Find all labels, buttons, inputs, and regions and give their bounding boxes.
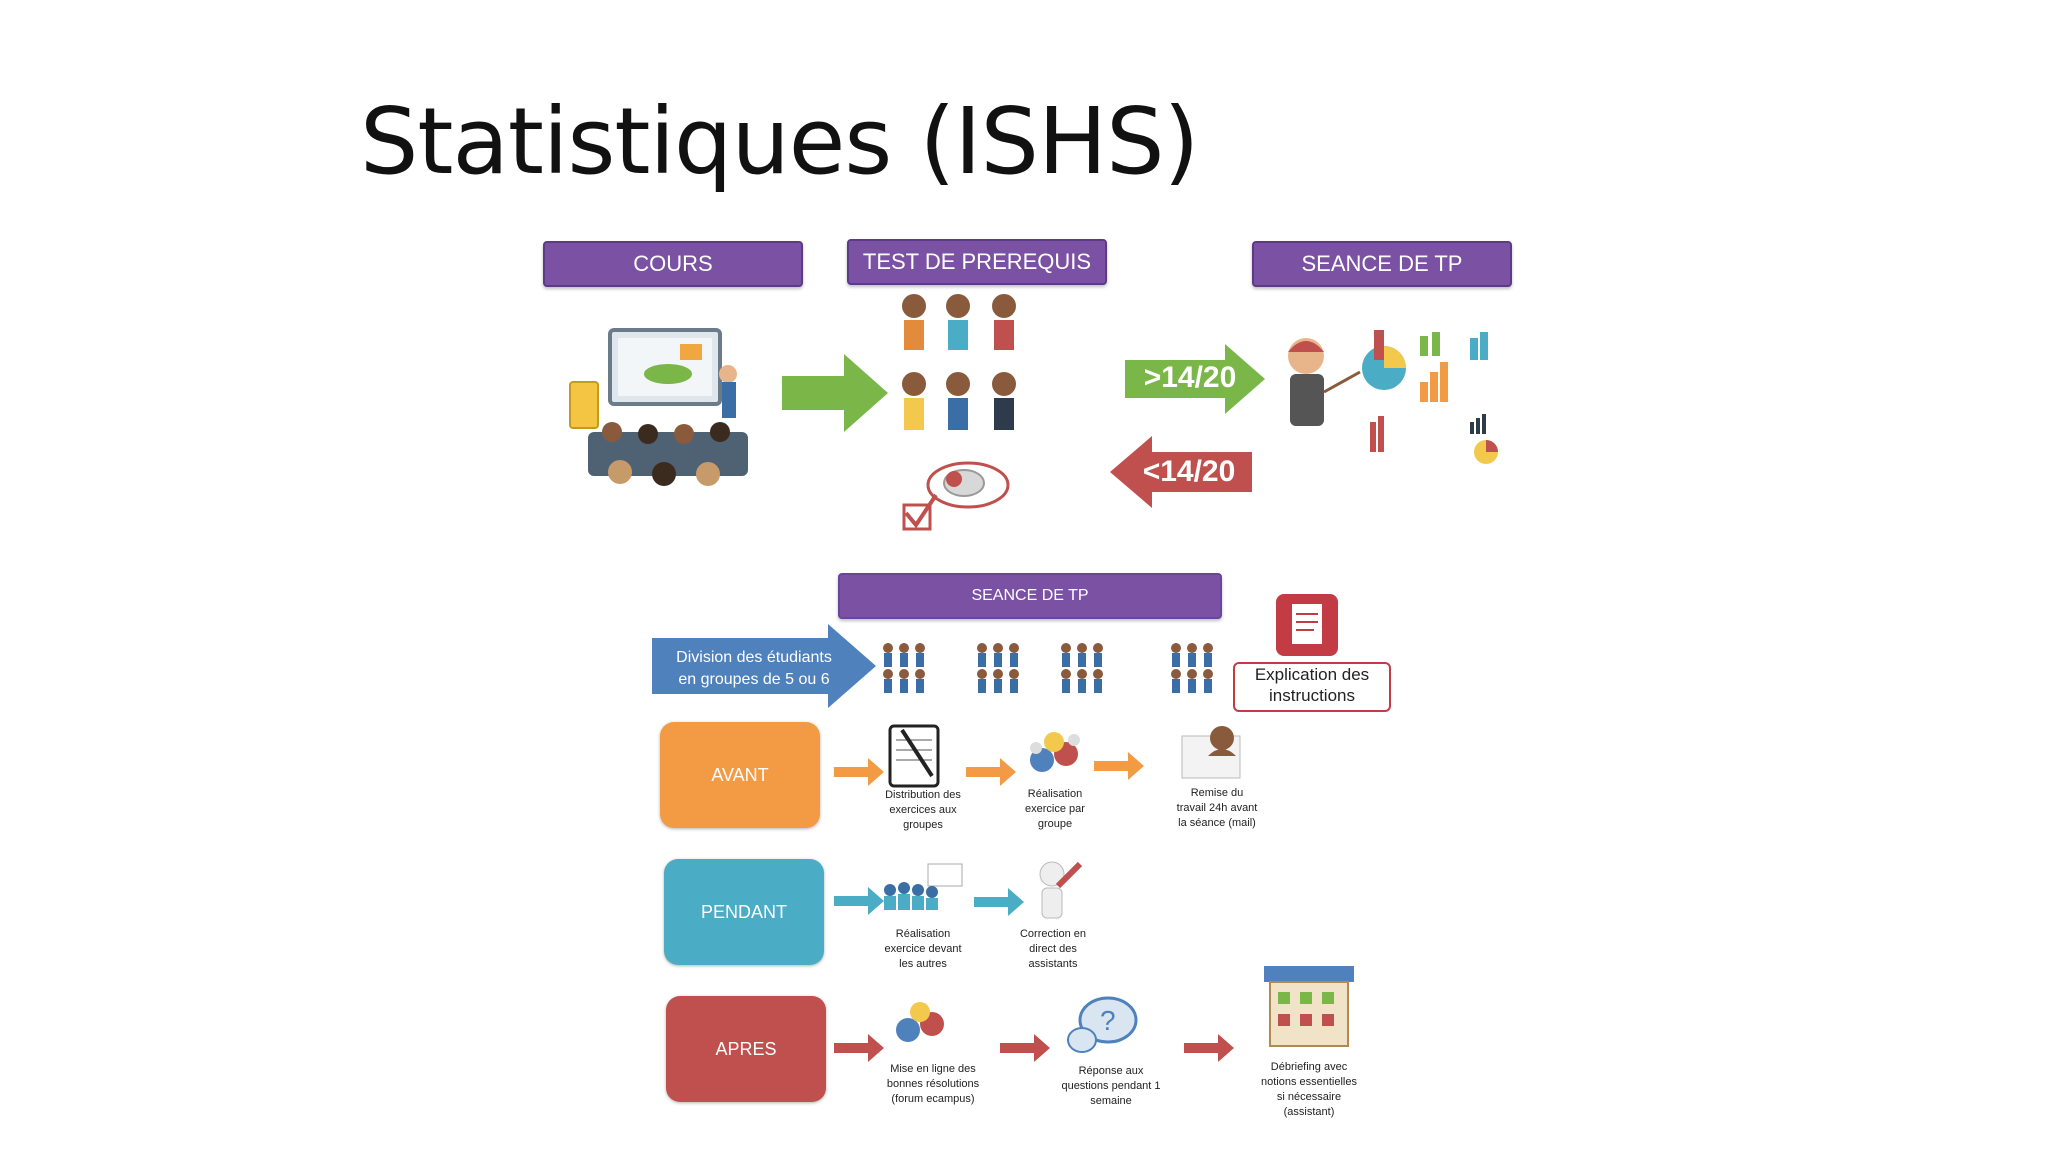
phase-cours: COURS bbox=[543, 241, 803, 287]
caption-line: Remise du bbox=[1190, 787, 1244, 799]
caption-line: exercice devant bbox=[884, 943, 962, 955]
arrow-right-icon bbox=[966, 758, 1016, 786]
arrow-right-icon bbox=[834, 887, 884, 915]
phase-seance-detail-label: SEANCE DE TP bbox=[971, 587, 1089, 604]
caption-line: bonnes résolutions bbox=[886, 1078, 980, 1090]
caption-line: semaine bbox=[1090, 1095, 1132, 1107]
step-apres-2: Réponse aux questions pendant 1 semaine bbox=[1046, 1064, 1176, 1109]
stage-pendant-label: PENDANT bbox=[700, 902, 787, 922]
caption-line: questions pendant 1 bbox=[1061, 1080, 1161, 1092]
caption-line: Réponse aux bbox=[1078, 1065, 1144, 1077]
slide-title: Statistiques (ISHS) bbox=[360, 88, 1199, 195]
step-avant-1: Distribution des exercices aux groupes bbox=[858, 788, 988, 833]
grade-above-label: >14/20 bbox=[1143, 361, 1237, 394]
explication-box: Explication des instructions bbox=[1233, 662, 1391, 712]
caption-line: travail 24h avant bbox=[1176, 802, 1258, 814]
puzzle-people-icon bbox=[896, 1002, 944, 1042]
phase-test-label: TEST DE PREREQUIS bbox=[862, 249, 1092, 274]
arrow-fail-icon bbox=[1110, 436, 1252, 508]
caption-line: Correction en bbox=[1019, 928, 1087, 940]
step-avant-3: Remise du travail 24h avant la séance (m… bbox=[1152, 786, 1282, 831]
wrench-person-icon bbox=[1039, 861, 1083, 919]
stage-avant-label: AVANT bbox=[711, 765, 769, 785]
caption-line: (forum ecampus) bbox=[891, 1093, 975, 1105]
caption-line: Débriefing avec bbox=[1270, 1061, 1348, 1073]
division-text: Division des étudiants en groupes de 5 o… bbox=[664, 647, 844, 691]
division-line2: en groupes de 5 ou 6 bbox=[678, 671, 830, 688]
caption-line: (assistant) bbox=[1283, 1106, 1335, 1118]
division-arrow bbox=[652, 624, 876, 708]
division-line1: Division des étudiants bbox=[676, 649, 832, 666]
phase-seance-label: SEANCE DE TP bbox=[1301, 251, 1463, 276]
step-pendant-1: Réalisation exercice devant les autres bbox=[858, 927, 988, 972]
explication-line2: instructions bbox=[1269, 686, 1355, 705]
caption-line: si nécessaire bbox=[1276, 1091, 1342, 1103]
arrow-right-icon bbox=[834, 758, 884, 786]
groups-icon bbox=[883, 643, 1213, 693]
mouse-click-icon bbox=[902, 461, 1010, 531]
caption-line: la séance (mail) bbox=[1178, 817, 1256, 829]
caption-line: groupes bbox=[903, 819, 943, 831]
caption-line: Distribution des bbox=[885, 789, 961, 801]
teacher-charts-illustration bbox=[1288, 330, 1498, 464]
document-icon bbox=[1276, 594, 1338, 656]
caption-line: exercices aux bbox=[889, 804, 957, 816]
step-pendant-2: Correction en direct des assistants bbox=[988, 927, 1118, 972]
puzzle-people-icon bbox=[1030, 732, 1080, 772]
step-apres-1: Mise en ligne des bonnes résolutions (fo… bbox=[868, 1062, 998, 1107]
stage-apres-label: APRES bbox=[715, 1039, 777, 1059]
grade-below-label: <14/20 bbox=[1142, 455, 1236, 488]
stage-pendant: PENDANT bbox=[664, 859, 824, 965]
arrow-pass-icon bbox=[1125, 344, 1265, 414]
students-icon bbox=[902, 294, 1016, 430]
explication-line1: Explication des bbox=[1254, 665, 1370, 684]
svg-text:?: ? bbox=[1100, 1005, 1116, 1036]
step-avant-2: Réalisation exercice par groupe bbox=[990, 787, 1120, 832]
caption-line: Réalisation bbox=[895, 928, 951, 940]
email-submit-icon bbox=[1181, 726, 1241, 779]
phase-seance-tp-detail: SEANCE DE TP bbox=[838, 573, 1222, 619]
classroom-illustration bbox=[569, 328, 748, 486]
question-bubble-icon: ? bbox=[1067, 996, 1138, 1053]
stage-avant: AVANT bbox=[660, 722, 820, 828]
arrow-right-icon bbox=[1000, 1034, 1050, 1062]
step-apres-3: Débriefing avec notions essentielles si … bbox=[1244, 1060, 1374, 1120]
arrow-right-icon bbox=[834, 1034, 884, 1062]
arrow-right-icon bbox=[1094, 752, 1144, 780]
caption-line: groupe bbox=[1037, 818, 1073, 830]
arrow-right-icon bbox=[1184, 1034, 1234, 1062]
presentation-group-icon bbox=[884, 863, 963, 910]
arrow-right-icon bbox=[974, 888, 1024, 916]
clipboard-icon bbox=[888, 724, 940, 788]
phase-test-prerequis: TEST DE PREREQUIS bbox=[847, 239, 1107, 285]
arrow-right-icon bbox=[782, 354, 888, 432]
caption-line: notions essentielles bbox=[1260, 1076, 1357, 1088]
caption-line: assistants bbox=[1028, 958, 1078, 970]
market-stall-icon bbox=[1264, 966, 1354, 1047]
caption-line: Mise en ligne des bbox=[890, 1063, 976, 1075]
phase-seance-tp: SEANCE DE TP bbox=[1252, 241, 1512, 287]
caption-line: Réalisation bbox=[1027, 788, 1083, 800]
caption-line: exercice par bbox=[1025, 803, 1085, 815]
phase-cours-label: COURS bbox=[633, 251, 713, 276]
caption-line: direct des bbox=[1029, 943, 1077, 955]
stage-apres: APRES bbox=[666, 996, 826, 1102]
caption-line: les autres bbox=[899, 958, 947, 970]
